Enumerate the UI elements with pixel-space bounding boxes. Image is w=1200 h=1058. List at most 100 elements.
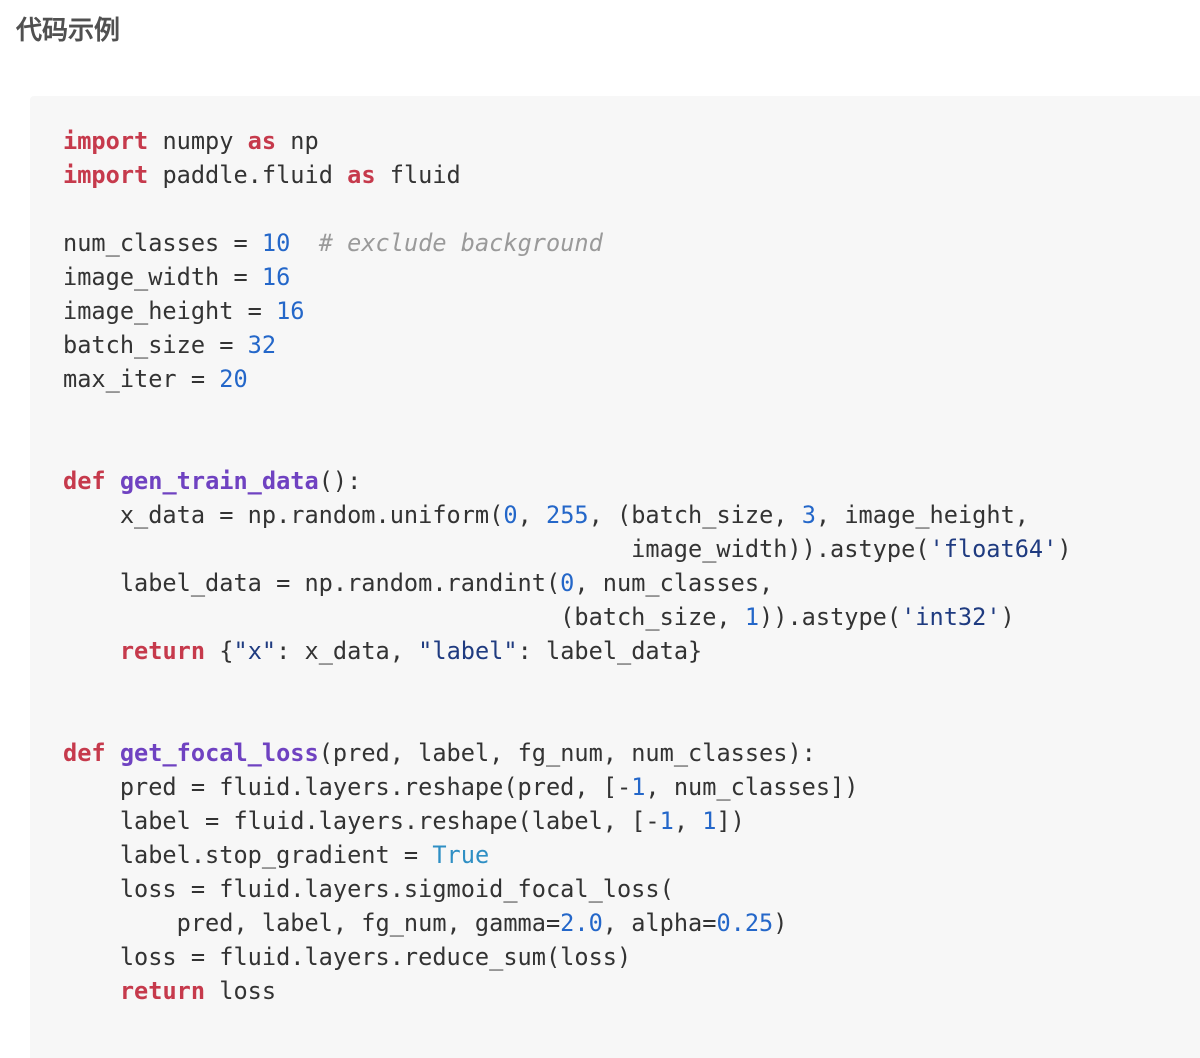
code-token-plain: , num_classes, bbox=[574, 569, 774, 597]
code-token-number: 10 bbox=[261, 229, 291, 257]
code-token-plain: label = fluid.layers.reshape(label, [- bbox=[63, 807, 660, 835]
code-line: label = fluid.layers.reshape(label, [-1,… bbox=[63, 804, 1200, 838]
code-line: pred, label, fg_num, gamma=2.0, alpha=0.… bbox=[63, 906, 1200, 940]
code-token-plain: { bbox=[205, 637, 234, 665]
code-token-plain: , alpha= bbox=[602, 909, 717, 937]
code-token-plain: ]) bbox=[716, 807, 745, 835]
code-token-number: 16 bbox=[276, 297, 305, 325]
code-token-funcname: gen_train_data bbox=[119, 467, 319, 495]
code-token-plain: , bbox=[517, 501, 546, 529]
code-token-plain: image_height = bbox=[63, 297, 277, 325]
code-token-string: 'float64' bbox=[929, 535, 1058, 563]
code-token-keyword: return bbox=[119, 637, 206, 665]
code-token-number: 3 bbox=[801, 501, 816, 529]
section-heading: 代码示例 bbox=[16, 16, 121, 46]
code-token-number: 0 bbox=[560, 569, 575, 597]
code-token-plain bbox=[106, 739, 120, 767]
code-token-plain: image_width)).astype( bbox=[63, 535, 930, 563]
code-token-plain bbox=[106, 467, 120, 495]
code-token-plain: , image_height, bbox=[815, 501, 1029, 529]
code-token-plain: label.stop_gradient = bbox=[63, 841, 433, 869]
code-line: label.stop_gradient = True bbox=[63, 838, 1200, 872]
code-line bbox=[63, 192, 1200, 226]
code-line: return {"x": x_data, "label": label_data… bbox=[63, 634, 1200, 668]
code-token-comment: # exclude background bbox=[318, 229, 603, 257]
code-token-number: 1 bbox=[702, 807, 717, 835]
code-token-plain: ) bbox=[1000, 603, 1015, 631]
code-token-keyword: def bbox=[63, 739, 106, 767]
code-token-plain bbox=[63, 977, 120, 1005]
code-token-plain: loss = fluid.layers.sigmoid_focal_loss( bbox=[63, 875, 674, 903]
code-token-plain: np bbox=[276, 127, 319, 155]
code-token-plain: : x_data, bbox=[276, 637, 419, 665]
code-token-plain: numpy bbox=[148, 127, 248, 155]
code-token-number: 32 bbox=[247, 331, 277, 359]
code-token-plain: (batch_size, bbox=[63, 603, 745, 631]
code-token-plain: loss = fluid.layers.reduce_sum(loss) bbox=[63, 943, 632, 971]
code-token-plain: pred = fluid.layers.reshape(pred, [- bbox=[63, 773, 632, 801]
code-token-plain: fluid bbox=[375, 161, 461, 189]
code-token-plain: ) bbox=[1057, 535, 1072, 563]
code-token-plain: , bbox=[673, 807, 703, 835]
code-token-builtin: True bbox=[432, 841, 490, 869]
code-token-plain: )).astype( bbox=[759, 603, 902, 631]
code-token-plain: (): bbox=[318, 467, 362, 495]
code-line: import paddle.fluid as fluid bbox=[63, 158, 1200, 192]
code-token-number: 1 bbox=[659, 807, 674, 835]
code-line bbox=[63, 668, 1200, 702]
code-line: (batch_size, 1)).astype('int32') bbox=[63, 600, 1200, 634]
code-token-number: 0 bbox=[503, 501, 518, 529]
code-token-plain: num_classes = bbox=[63, 229, 262, 257]
code-token-string: 'int32' bbox=[901, 603, 1001, 631]
code-token-plain: : label_data} bbox=[517, 637, 703, 665]
code-token-plain bbox=[63, 637, 120, 665]
code-token-plain: batch_size = bbox=[63, 331, 248, 359]
code-line: loss = fluid.layers.sigmoid_focal_loss( bbox=[63, 872, 1200, 906]
code-token-plain: image_width = bbox=[63, 263, 262, 291]
code-token-plain bbox=[290, 229, 318, 257]
code-line bbox=[63, 396, 1200, 430]
code-token-plain: , (batch_size, bbox=[588, 501, 802, 529]
code-token-keyword: as bbox=[247, 127, 277, 155]
code-token-number: 0.25 bbox=[716, 909, 774, 937]
code-token-number: 255 bbox=[545, 501, 589, 529]
code-token-keyword: as bbox=[347, 161, 376, 189]
code-token-plain: label_data = np.random.randint( bbox=[63, 569, 561, 597]
code-token-string: "x" bbox=[233, 637, 277, 665]
code-line: x_data = np.random.uniform(0, 255, (batc… bbox=[63, 498, 1200, 532]
code-token-plain: paddle.fluid bbox=[148, 161, 348, 189]
code-line: num_classes = 10 # exclude background bbox=[63, 226, 1200, 260]
code-line: max_iter = 20 bbox=[63, 362, 1200, 396]
code-token-keyword: return bbox=[119, 977, 206, 1005]
code-token-keyword: import bbox=[63, 127, 149, 155]
code-token-number: 1 bbox=[744, 603, 760, 631]
code-token-keyword: import bbox=[63, 161, 149, 189]
code-token-plain: (pred, label, fg_num, num_classes): bbox=[318, 739, 816, 767]
code-token-plain: x_data = np.random.uniform( bbox=[63, 501, 504, 529]
code-token-keyword: def bbox=[63, 467, 106, 495]
code-line: label_data = np.random.randint(0, num_cl… bbox=[63, 566, 1200, 600]
code-token-plain: , num_classes]) bbox=[645, 773, 859, 801]
code-token-number: 1 bbox=[631, 773, 646, 801]
code-token-plain: ) bbox=[773, 909, 788, 937]
code-token-plain: pred, label, fg_num, gamma= bbox=[63, 909, 561, 937]
code-token-number: 2.0 bbox=[560, 909, 603, 937]
code-line bbox=[63, 702, 1200, 736]
code-line: image_height = 16 bbox=[63, 294, 1200, 328]
code-line: import numpy as np bbox=[63, 124, 1200, 158]
code-token-number: 20 bbox=[219, 365, 248, 393]
code-line: batch_size = 32 bbox=[63, 328, 1200, 362]
code-line: pred = fluid.layers.reshape(pred, [-1, n… bbox=[63, 770, 1200, 804]
code-line: image_width)).astype('float64') bbox=[63, 532, 1200, 566]
code-line: loss = fluid.layers.reduce_sum(loss) bbox=[63, 940, 1200, 974]
code-token-plain: max_iter = bbox=[63, 365, 220, 393]
code-token-plain: loss bbox=[205, 977, 277, 1005]
code-line: def gen_train_data(): bbox=[63, 464, 1200, 498]
code-token-number: 16 bbox=[261, 263, 291, 291]
code-line: return loss bbox=[63, 974, 1200, 1008]
code-token-funcname: get_focal_loss bbox=[119, 739, 319, 767]
code-token-string: "label" bbox=[418, 637, 518, 665]
code-line: def get_focal_loss(pred, label, fg_num, … bbox=[63, 736, 1200, 770]
